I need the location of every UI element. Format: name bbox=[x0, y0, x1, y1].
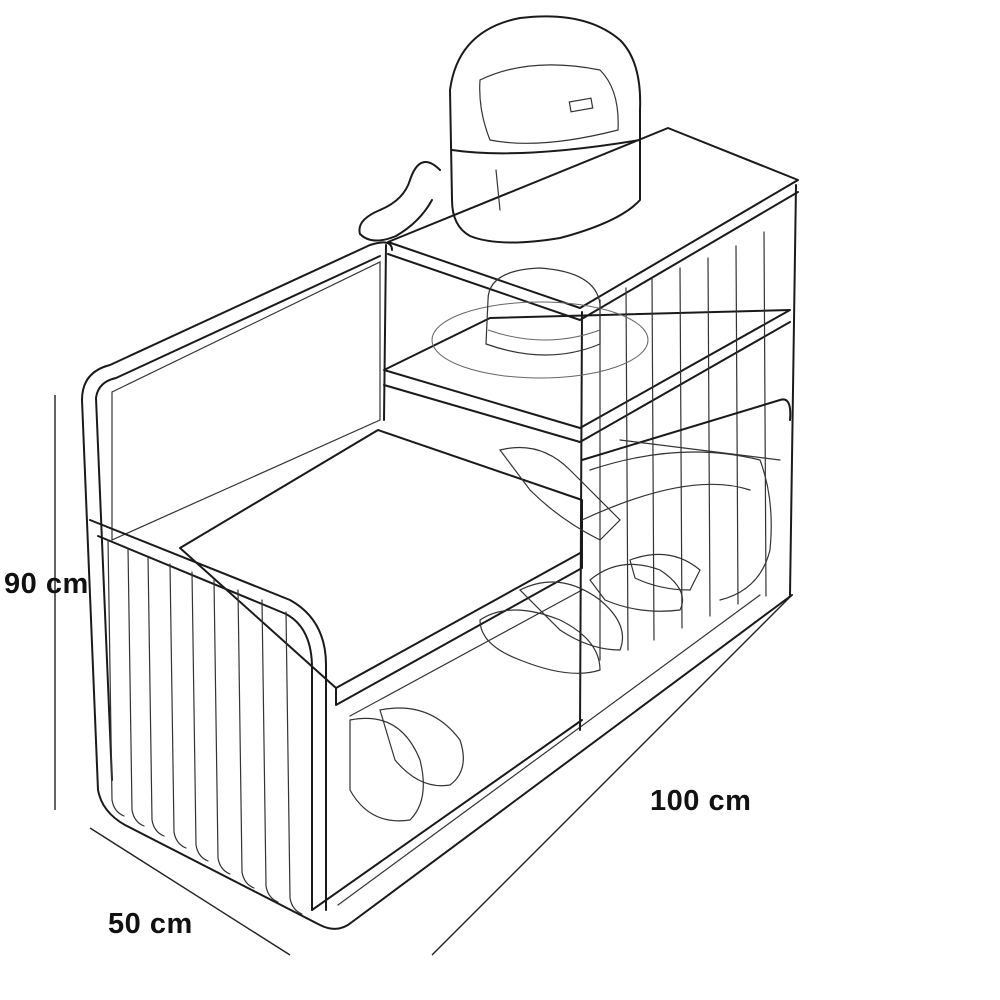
side-rail-mid bbox=[581, 483, 751, 521]
length-dimension-line bbox=[431, 594, 793, 956]
top-shelf bbox=[387, 127, 799, 309]
length-dimension-label: 100 cm bbox=[650, 785, 752, 817]
backpack-icon bbox=[358, 15, 642, 244]
shoes-icon bbox=[349, 446, 701, 822]
side-rail-curve bbox=[589, 451, 772, 601]
depth-dimension-line bbox=[89, 827, 291, 956]
seat-cushion-edge bbox=[335, 551, 583, 706]
bench-base-outer bbox=[81, 399, 793, 930]
height-dimension-label: 90 cm bbox=[4, 568, 89, 600]
middle-shelf bbox=[383, 309, 791, 429]
backpack-zipper bbox=[451, 139, 641, 155]
backpack-strap bbox=[358, 161, 441, 242]
cabinet-front-post bbox=[579, 311, 583, 731]
middle-shelf-edge bbox=[383, 321, 791, 443]
side-bars bbox=[599, 231, 767, 661]
dimension-lines bbox=[54, 395, 793, 956]
left-back-post bbox=[95, 397, 113, 781]
front-bars bbox=[107, 539, 303, 915]
backrest-top-tube bbox=[81, 241, 393, 401]
cabinet-back-post bbox=[789, 184, 797, 596]
side-rail-top bbox=[619, 439, 781, 461]
top-shelf-edge bbox=[387, 191, 799, 321]
cabinet-left-post bbox=[383, 244, 387, 421]
side-rail-upper bbox=[581, 398, 792, 461]
backrest-inner-tube bbox=[95, 255, 381, 399]
hat-icon bbox=[431, 267, 649, 379]
lower-shelf-edge bbox=[349, 589, 583, 717]
depth-dimension-label: 50 cm bbox=[108, 908, 193, 940]
bottom-rail bbox=[337, 594, 761, 906]
front-arm-tube bbox=[89, 519, 327, 911]
seat-cushion-top bbox=[179, 429, 583, 689]
bench-frame bbox=[81, 127, 799, 930]
bottom-base-front bbox=[311, 719, 583, 911]
front-arm-inner-tube bbox=[97, 535, 313, 911]
back-cushion bbox=[111, 261, 381, 541]
